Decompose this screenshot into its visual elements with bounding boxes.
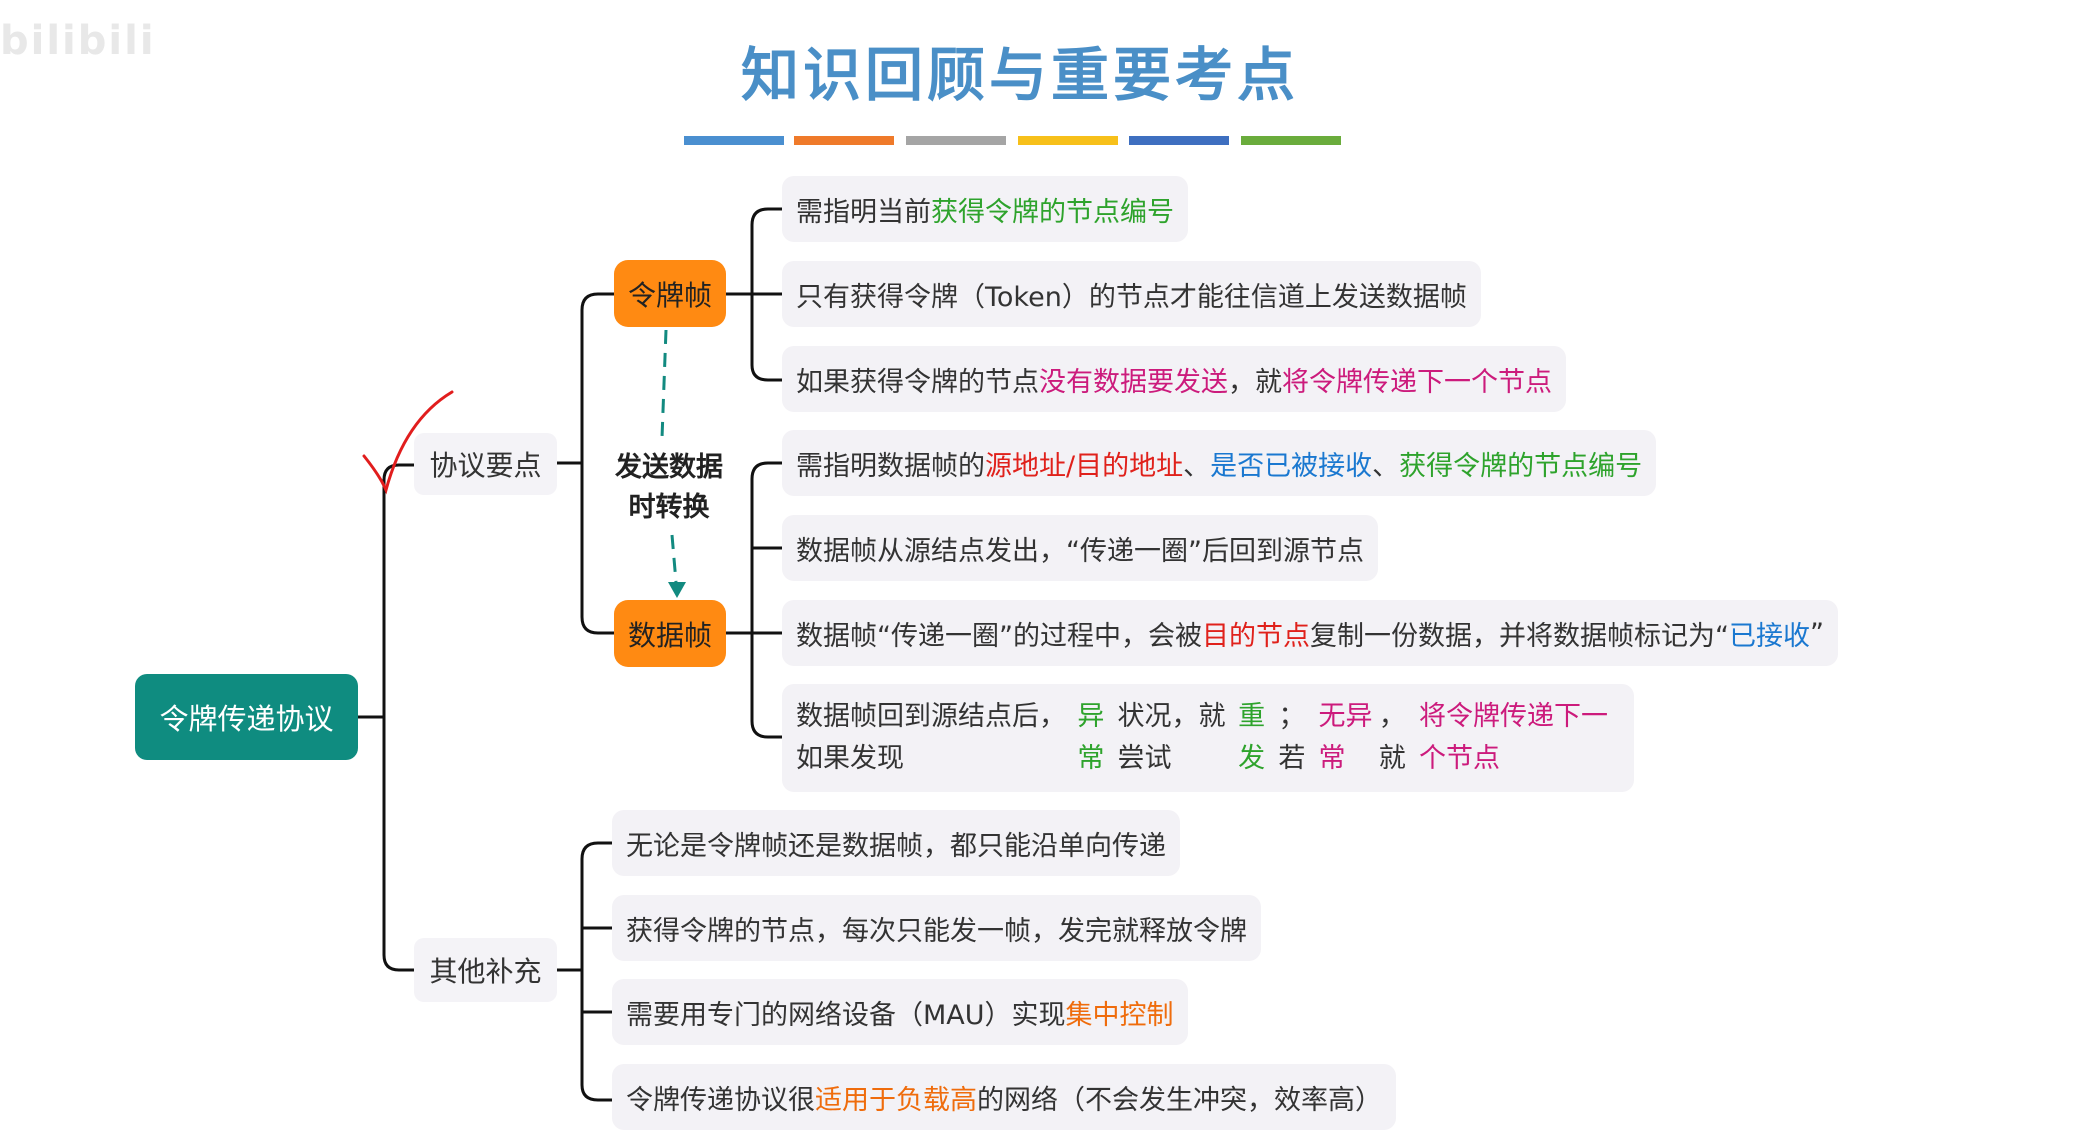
leaf-text-segment: 将令牌传递下一个节点 (1282, 366, 1552, 398)
leaf-text-segment: 是否已被接收 (1210, 450, 1373, 482)
leaf-text-segment: 源地址/目的地址 (985, 450, 1184, 482)
leaf-text-segment: 需要用专门的网络设备（MAU）实现 (626, 999, 1066, 1031)
root-node: 令牌传递协议 (135, 674, 358, 760)
leaf-text-segment: 需指明当前 (796, 196, 931, 228)
leaf-text-segment: 只有获得令牌（Token）的节点才能往信道上发送数据帧 (796, 281, 1467, 313)
leaf-text-segment: 无异常 (1318, 701, 1373, 774)
leaf-text-segment: 状况，就尝试 (1117, 701, 1226, 774)
leaf-text-segment: 、 (1372, 450, 1400, 482)
token-frame-item: 只有获得令牌（Token）的节点才能往信道上发送数据帧 (782, 261, 1481, 327)
leaf-text-segment: ” (1809, 617, 1824, 649)
token-frame-node: 令牌帧 (614, 260, 726, 327)
leaf-text-segment: ，就 (1228, 366, 1282, 398)
leaf-text-segment: 复制一份数据，并将数据帧标记为“ (1309, 620, 1729, 652)
branch-supplement: 其他补充 (414, 938, 557, 1002)
branch-protocol-points: 协议要点 (414, 433, 557, 495)
leaf-text-segment: 重发 (1238, 701, 1266, 774)
conversion-label: 发送数据 时转换 (615, 452, 723, 523)
leaf-text-segment: 目的节点 (1201, 620, 1310, 652)
leaf-text-segment: 数据帧“传递一圈”的过程中，会被 (796, 620, 1202, 652)
leaf-text-segment: 如果获得令牌的节点 (796, 366, 1039, 398)
leaf-text-segment: 无论是令牌帧还是数据帧，都只能沿单向传递 (626, 830, 1166, 862)
leaf-text-segment: 数据帧回到源结点后，如果发现 (796, 701, 1066, 774)
leaf-text-segment: 已接收 (1728, 620, 1810, 652)
leaf-text-segment: 需指明数据帧的 (796, 450, 985, 482)
leaf-text-segment: 的网络（不会发生冲突，效率高） (977, 1084, 1382, 1116)
leaf-text-segment: ，就 (1378, 701, 1406, 774)
token-frame-item: 如果获得令牌的节点没有数据要发送，就将令牌传递下一个节点 (782, 346, 1566, 412)
token-frame-item: 需指明当前获得令牌的节点编号 (782, 176, 1188, 242)
supplement-item: 令牌传递协议很适用于负载高的网络（不会发生冲突，效率高） (612, 1064, 1396, 1130)
supplement-item: 获得令牌的节点，每次只能发一帧，发完就释放令牌 (612, 895, 1261, 961)
page-title: 知识回顾与重要考点 (740, 41, 1299, 109)
leaf-text-segment: 获得令牌的节点编号 (1399, 450, 1643, 482)
data-frame-item: 数据帧回到源结点后，如果发现异常状况，就尝试重发；若无异常，就将令牌传递下一个节… (782, 684, 1634, 792)
data-frame-item: 数据帧“传递一圈”的过程中，会被目的节点复制一份数据，并将数据帧标记为“已接收” (782, 600, 1838, 666)
leaf-text-segment: 、 (1183, 450, 1211, 482)
leaf-text-segment: 数据帧从源结点发出，“传递一圈”后回到源节点 (796, 535, 1364, 567)
color-bar-segment (684, 136, 784, 145)
data-frame-item: 数据帧从源结点发出，“传递一圈”后回到源节点 (782, 515, 1378, 581)
color-bar-segment (1129, 136, 1229, 145)
leaf-text-segment: 令牌传递协议很 (626, 1084, 815, 1116)
leaf-text-segment: ；若 (1278, 701, 1306, 774)
leaf-text-segment: 集中控制 (1065, 999, 1174, 1031)
root-label: 令牌传递协议 (159, 702, 334, 736)
supplement-item: 无论是令牌帧还是数据帧，都只能沿单向传递 (612, 810, 1180, 876)
leaf-text-segment: 没有数据要发送 (1039, 366, 1228, 398)
bilibili-watermark: bilibili (0, 18, 156, 64)
color-bar-segment (1241, 136, 1341, 145)
check-mark-icon (362, 390, 454, 495)
leaf-text-segment: 异常 (1077, 701, 1105, 774)
color-bar-segment (794, 136, 894, 145)
data-frame-item: 需指明数据帧的源地址/目的地址、是否已被接收、获得令牌的节点编号 (782, 430, 1657, 496)
leaf-text-segment: 获得令牌的节点，每次只能发一帧，发完就释放令牌 (626, 915, 1247, 947)
leaf-text-segment: 获得令牌的节点编号 (931, 196, 1174, 228)
supplement-item: 需要用专门的网络设备（MAU）实现集中控制 (612, 979, 1188, 1045)
leaf-text-segment: 适用于负载高 (815, 1084, 977, 1116)
leaf-text-segment: 将令牌传递下一个节点 (1418, 701, 1608, 774)
color-bar-segment (906, 136, 1006, 145)
color-bar-segment (1018, 136, 1118, 145)
data-frame-node: 数据帧 (614, 600, 726, 667)
